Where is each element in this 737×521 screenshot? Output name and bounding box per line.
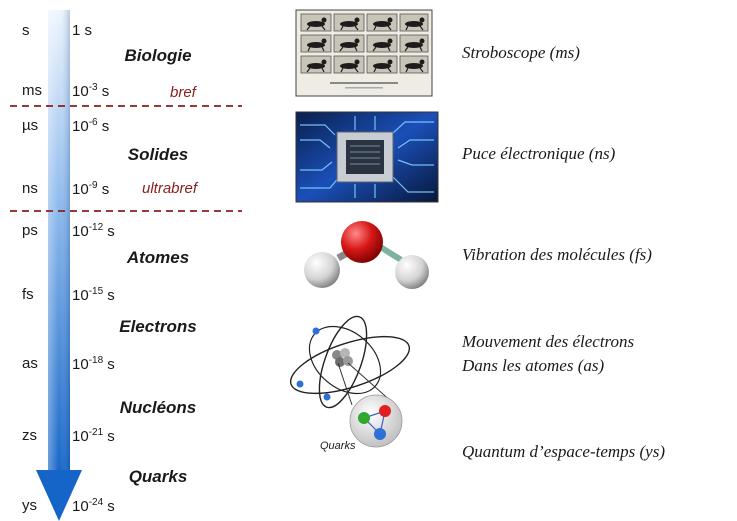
- value-fs: 10-15 s: [72, 286, 115, 304]
- value-ns: 10-9 s: [72, 180, 110, 198]
- value-as: 10-18 s: [72, 355, 115, 373]
- domain-quarks: Quarks: [128, 467, 188, 486]
- regime-bref: bref: [170, 84, 196, 101]
- domain-biologie: Biologie: [124, 46, 192, 65]
- value-zs: 10-21 s: [72, 427, 115, 445]
- desc-vibration: Vibration des molécules (fs): [462, 245, 652, 264]
- domain-solides: Solides: [127, 145, 189, 164]
- domain-atomes: Atomes: [126, 248, 190, 267]
- value-ms: 10-3 s: [72, 82, 110, 100]
- unit-s: s: [22, 22, 30, 39]
- unit-ns: ns: [22, 180, 38, 197]
- unit-us: µs: [22, 117, 39, 134]
- desc-puce: Puce électronique (ns): [462, 144, 616, 163]
- stroboscope-photo: [295, 9, 433, 97]
- time-arrow-head: [36, 470, 82, 521]
- desc-quantum: Quantum d’espace-temps (ys): [462, 442, 665, 461]
- desc-stroboscope: Stroboscope (ms): [462, 43, 580, 62]
- unit-fs: fs: [22, 286, 34, 303]
- value-us: 10-6 s: [72, 117, 110, 135]
- desc-electrons-line1: Mouvement des électrons: [462, 332, 635, 351]
- quarks-tag: Quarks: [320, 440, 356, 452]
- unit-ms: ms: [22, 82, 42, 99]
- value-1s: 1 s: [72, 22, 93, 39]
- chip-icon: [295, 111, 439, 203]
- value-ps: 10-12 s: [72, 222, 115, 240]
- water-molecule-icon: [304, 221, 429, 289]
- unit-zs: zs: [22, 427, 37, 444]
- regime-ultrabref: ultrabref: [142, 180, 198, 197]
- unit-as: as: [22, 355, 38, 372]
- unit-ps: ps: [22, 222, 38, 239]
- unit-ys: ys: [22, 497, 37, 514]
- time-arrow: [36, 10, 82, 521]
- time-arrow-shade: [48, 10, 70, 476]
- domain-electrons: Electrons: [119, 317, 197, 336]
- domain-nucleons: Nucléons: [119, 398, 197, 417]
- value-ys: 10-24 s: [72, 497, 115, 515]
- atom-icon: [289, 315, 411, 448]
- desc-electrons-line2: Dans les atomes (as): [462, 356, 605, 375]
